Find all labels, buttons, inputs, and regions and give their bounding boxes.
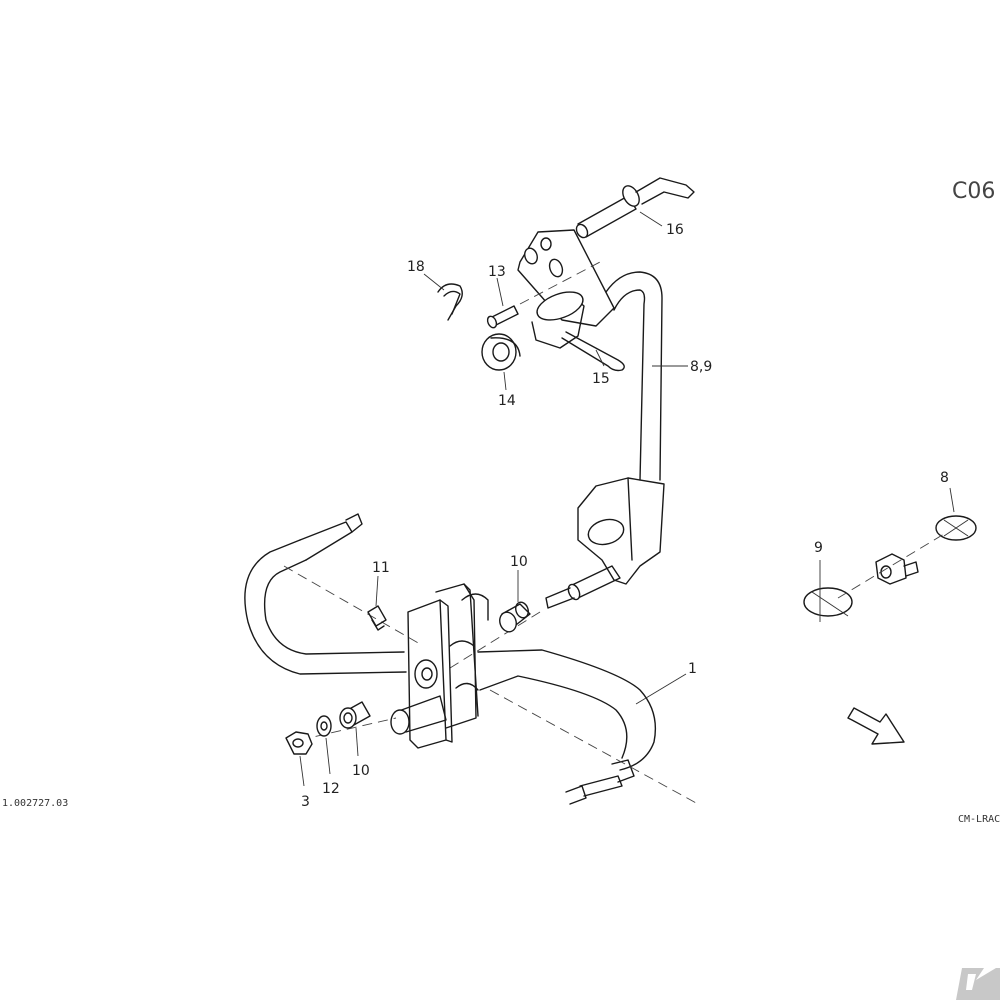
callout-14: 14 [498, 393, 516, 409]
clamp-plates [407, 583, 489, 749]
callout-18: 18 [407, 259, 425, 275]
washer-14 [481, 333, 521, 391]
callout-9: 9 [814, 540, 823, 556]
callout-12: 12 [322, 781, 340, 797]
callout-1: 1 [688, 661, 697, 677]
lever-assembly-8-9 [449, 229, 688, 669]
callout-13: 13 [488, 264, 506, 280]
grease-fitting-11 [367, 575, 387, 631]
bushing-10-lower [339, 701, 371, 757]
callout-11: 11 [372, 560, 390, 576]
arrow-icon [847, 707, 905, 745]
cotter-pin-15 [561, 331, 625, 372]
drawing-number: 1.002727.03 [2, 798, 68, 809]
sheet-code: C06 [952, 179, 995, 204]
callout-10-lower: 10 [352, 763, 370, 779]
pin-13 [486, 261, 601, 329]
callout-16: 16 [666, 222, 684, 238]
pin-16 [575, 177, 695, 239]
callout-3: 3 [301, 794, 310, 810]
k-logo-icon [956, 968, 1000, 1000]
bushing-10-upper [499, 570, 531, 633]
callout-8: 8 [940, 470, 949, 486]
nut-3 [285, 731, 313, 787]
clip-18 [423, 273, 463, 321]
fitting-right [837, 533, 945, 599]
left-u-bar [244, 513, 421, 675]
callout-8-9: 8,9 [690, 359, 712, 375]
decal-8 [935, 487, 977, 541]
callout-10-upper: 10 [510, 554, 528, 570]
decal-9 [803, 560, 853, 622]
callout-15: 15 [592, 371, 610, 387]
washer-12 [316, 715, 332, 775]
main-tube-1 [299, 649, 699, 805]
